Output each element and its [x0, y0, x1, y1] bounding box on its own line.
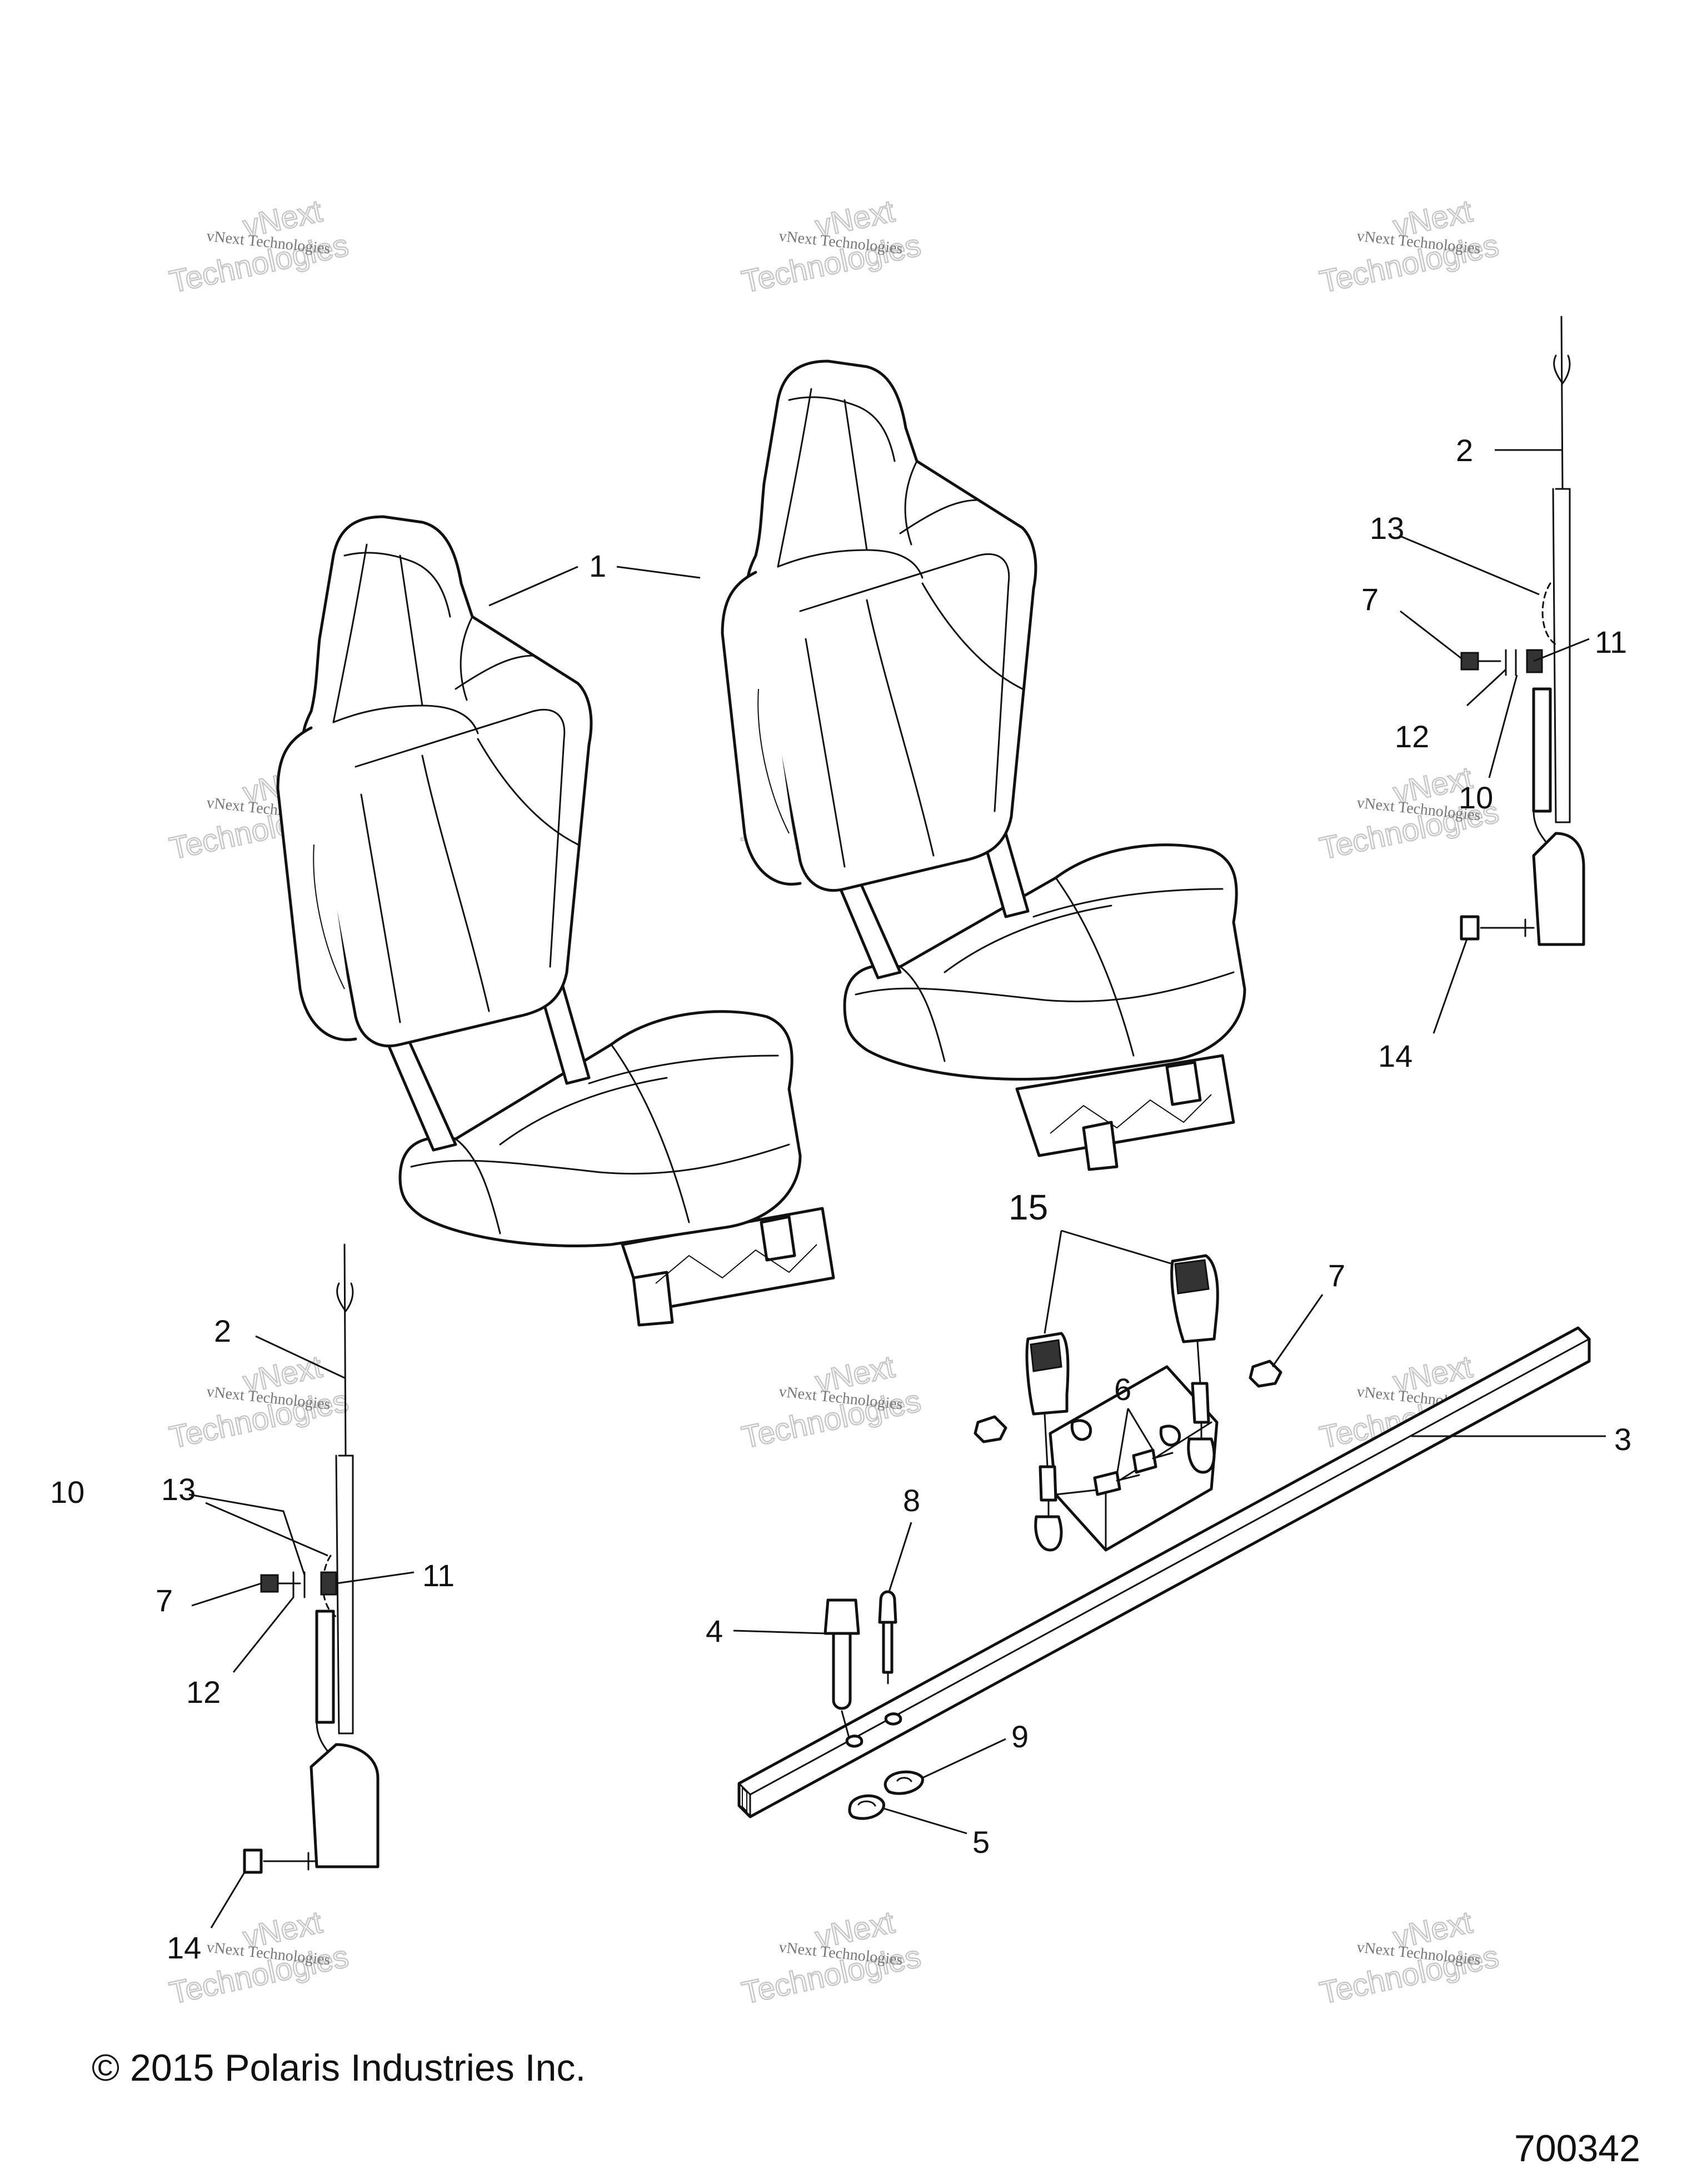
callout-3: 3 [1614, 1422, 1631, 1457]
copyright-notice: © 2015 Polaris Industries Inc. [92, 2047, 586, 2089]
callout-2-left: 2 [214, 1313, 231, 1348]
seat-belt-right [1460, 316, 1585, 946]
callout-10-right: 10 [1459, 780, 1493, 815]
callout-7-bracket: 7 [1328, 1258, 1345, 1293]
callout-8: 8 [903, 1483, 920, 1518]
callout-2-right: 2 [1456, 433, 1473, 468]
callout-13-left: 13 [161, 1472, 196, 1507]
callout-7-right: 7 [1361, 582, 1379, 617]
callout-7-left: 7 [156, 1583, 173, 1618]
callout-5: 5 [972, 1825, 990, 1860]
seat-belt-left [243, 1243, 380, 1874]
callout-11-left: 11 [422, 1558, 455, 1593]
callout-13-right: 13 [1370, 511, 1404, 546]
callout-15: 15 [1009, 1187, 1048, 1227]
callout-1: 1 [589, 548, 606, 583]
callout-11-right: 11 [1595, 624, 1627, 659]
callout-10-left: 10 [50, 1475, 84, 1510]
callout-labels: 1 2 2 3 4 5 6 7 7 7 8 9 10 10 11 11 12 1… [50, 433, 1631, 1965]
callout-14-right: 14 [1378, 1038, 1412, 1073]
diagram-number: 700342 [1514, 2127, 1640, 2170]
callout-9: 9 [1011, 1719, 1029, 1754]
seat-left [276, 515, 835, 1327]
callout-4: 4 [706, 1613, 723, 1648]
callout-12-right: 12 [1395, 719, 1429, 754]
callout-6: 6 [1114, 1372, 1131, 1407]
seat-base-crossbar [737, 1254, 1591, 1820]
leader-lines [188, 449, 1606, 1928]
callout-14-left: 14 [167, 1930, 201, 1965]
callout-12-left: 12 [186, 1675, 221, 1710]
seat-right [721, 359, 1246, 1171]
